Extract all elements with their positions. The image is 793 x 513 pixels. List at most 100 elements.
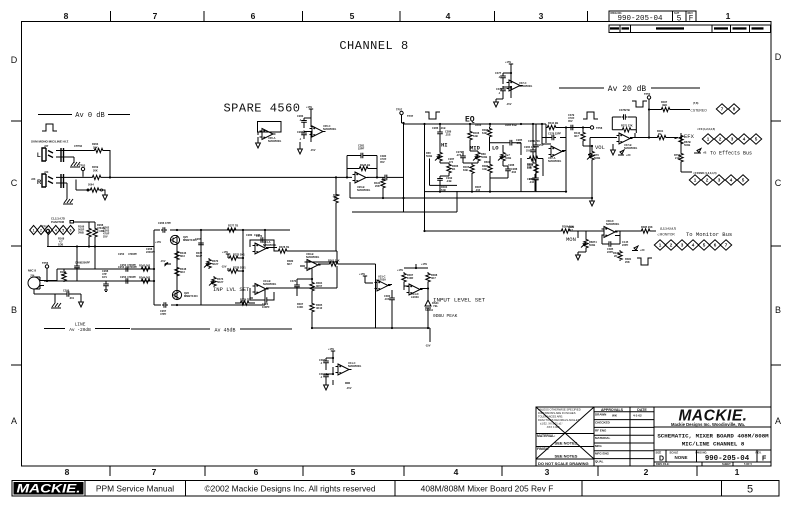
svg-text:Av 20 dB: Av 20 dB [608, 85, 647, 94]
svg-text:2: 2 [719, 137, 722, 142]
svg-text:U35-C: U35-C [323, 124, 331, 128]
svg-text:C376: C376 [496, 87, 503, 91]
svg-text:Av 0 dB: Av 0 dB [75, 112, 104, 120]
svg-text:+15V: +15V [397, 268, 403, 272]
svg-text:C286: C286 [445, 130, 452, 134]
svg-text:R346: R346 [180, 251, 187, 255]
svg-text:U31-D: U31-D [411, 292, 419, 296]
svg-text:7: 7 [721, 107, 724, 112]
svg-text:1: 1 [707, 137, 710, 142]
svg-text:6: 6 [254, 467, 259, 477]
svg-text:504B: 504B [594, 156, 600, 160]
svg-text:C: C [775, 178, 782, 188]
svg-text:R: R [37, 180, 42, 186]
svg-text:990-205-04: 990-205-04 [705, 455, 750, 463]
svg-text:C267: C267 [160, 309, 167, 313]
svg-text:MMBT4403: MMBT4403 [184, 294, 198, 298]
svg-text:.1: .1 [299, 118, 302, 122]
svg-text:NONE: NONE [674, 455, 687, 460]
svg-text:-15V: -15V [425, 344, 431, 348]
svg-text:C283: C283 [297, 114, 304, 118]
svg-text:3K7: 3K7 [574, 134, 579, 138]
svg-text:C288: C288 [511, 167, 518, 171]
svg-text:R445 1B: R445 1B [360, 163, 370, 167]
svg-text:C252: C252 [118, 252, 125, 256]
svg-text:2200PF: 2200PF [146, 250, 156, 254]
svg-text:C284: C284 [528, 139, 535, 143]
svg-text:.1: .1 [498, 91, 501, 95]
svg-text:R364: R364 [316, 281, 323, 285]
svg-text:MACKIE.: MACKIE. [679, 408, 748, 425]
svg-text:0DBU PEAK: 0DBU PEAK [433, 313, 458, 319]
svg-text:R375 2K1: R375 2K1 [233, 253, 245, 257]
svg-text:2064: 2064 [88, 183, 94, 187]
svg-text:C290: C290 [446, 176, 453, 180]
svg-text:INPUT LEVEL SET: INPUT LEVEL SET [433, 297, 486, 304]
svg-text:47K1B: 47K1B [97, 226, 105, 230]
svg-text:SEE NOTES: SEE NOTES [555, 441, 578, 446]
svg-text:21B: 21B [675, 156, 680, 160]
svg-text:R467: R467 [661, 100, 668, 104]
svg-text:SIZE: SIZE [656, 451, 662, 455]
svg-text:R368: R368 [431, 273, 438, 277]
svg-text:L: L [37, 153, 41, 159]
svg-text:B1: B1 [452, 167, 456, 171]
svg-text:4700PF: 4700PF [128, 265, 138, 269]
svg-text:U41-B: U41-B [263, 279, 271, 283]
svg-text:C268: C268 [146, 247, 153, 251]
svg-text:A: A [775, 416, 781, 426]
svg-text:4K7: 4K7 [431, 276, 436, 280]
svg-text:C: C [11, 178, 18, 188]
svg-text:R407: R407 [463, 165, 470, 169]
svg-text:C280: C280 [246, 233, 253, 237]
svg-text:8: 8 [64, 11, 69, 21]
svg-text:C286: C286 [432, 126, 439, 130]
svg-text:R373: R373 [217, 277, 224, 281]
svg-text:NJM4560G: NJM4560G [548, 159, 561, 163]
svg-text:25V: 25V [103, 235, 108, 239]
svg-text:SHT: SHT [674, 11, 680, 15]
svg-text:5K2Y: 5K2Y [212, 262, 219, 266]
svg-text:R361 20K: R361 20K [328, 259, 340, 263]
svg-text:DRAWN: DRAWN [595, 413, 606, 417]
svg-text:3: 3 [545, 467, 550, 477]
svg-text:47UF: 47UF [103, 232, 110, 236]
svg-text:(7,8): (7,8) [693, 101, 698, 105]
svg-text:20K: 20K [625, 260, 630, 264]
svg-text:1: 1 [735, 467, 740, 477]
svg-text:10K: 10K [527, 165, 532, 169]
svg-text:4: 4 [730, 178, 733, 183]
svg-text:4BK: 4BK [662, 103, 667, 107]
svg-text:C262: C262 [103, 226, 110, 230]
svg-text:TP50: TP50 [644, 92, 651, 96]
svg-text:R6874: R6874 [589, 240, 597, 244]
svg-text:R366: R366 [452, 164, 459, 168]
svg-text:SHEET: SHEET [722, 462, 731, 466]
svg-text:SUM MONO MIC/LINE HI Z: SUM MONO MIC/LINE HI Z [31, 140, 68, 144]
svg-text:20K: 20K [93, 146, 98, 150]
svg-text:+15V: +15V [421, 262, 427, 266]
svg-text:2K: 2K [614, 254, 617, 258]
svg-text:To Monitor Bus: To Monitor Bus [686, 231, 732, 238]
svg-text:.XXX ±.005: .XXX ±.005 [546, 425, 560, 429]
svg-text:R459: R459 [92, 165, 99, 169]
svg-text:R381: R381 [625, 257, 632, 261]
svg-text:⊂MONITOR: ⊂MONITOR [657, 233, 675, 237]
svg-text:C377: C377 [495, 71, 502, 75]
svg-text:2-1DB: 2-1DB [97, 229, 105, 233]
svg-text:-15V: -15V [310, 148, 316, 152]
svg-text:R434: R434 [374, 181, 381, 185]
svg-text:3: 3 [539, 11, 544, 21]
svg-text:1: 1 [694, 178, 697, 183]
svg-text:R70: R70 [594, 153, 599, 157]
svg-text:(1,2,3,4,5,6,7): (1,2,3,4,5,6,7) [660, 227, 676, 231]
svg-text:.J33: .J33 [475, 188, 481, 192]
svg-text:U35-A: U35-A [268, 136, 276, 140]
svg-text:SEE NOTES: SEE NOTES [555, 454, 578, 459]
svg-text:3: 3 [718, 178, 721, 183]
svg-text:TOLERANCES ARE:: TOLERANCES ARE: [538, 415, 563, 419]
svg-text:D: D [775, 52, 782, 62]
svg-text:R383: R383 [482, 164, 489, 168]
svg-text:U31-C: U31-C [378, 275, 386, 279]
svg-text:J23: J23 [44, 170, 49, 174]
